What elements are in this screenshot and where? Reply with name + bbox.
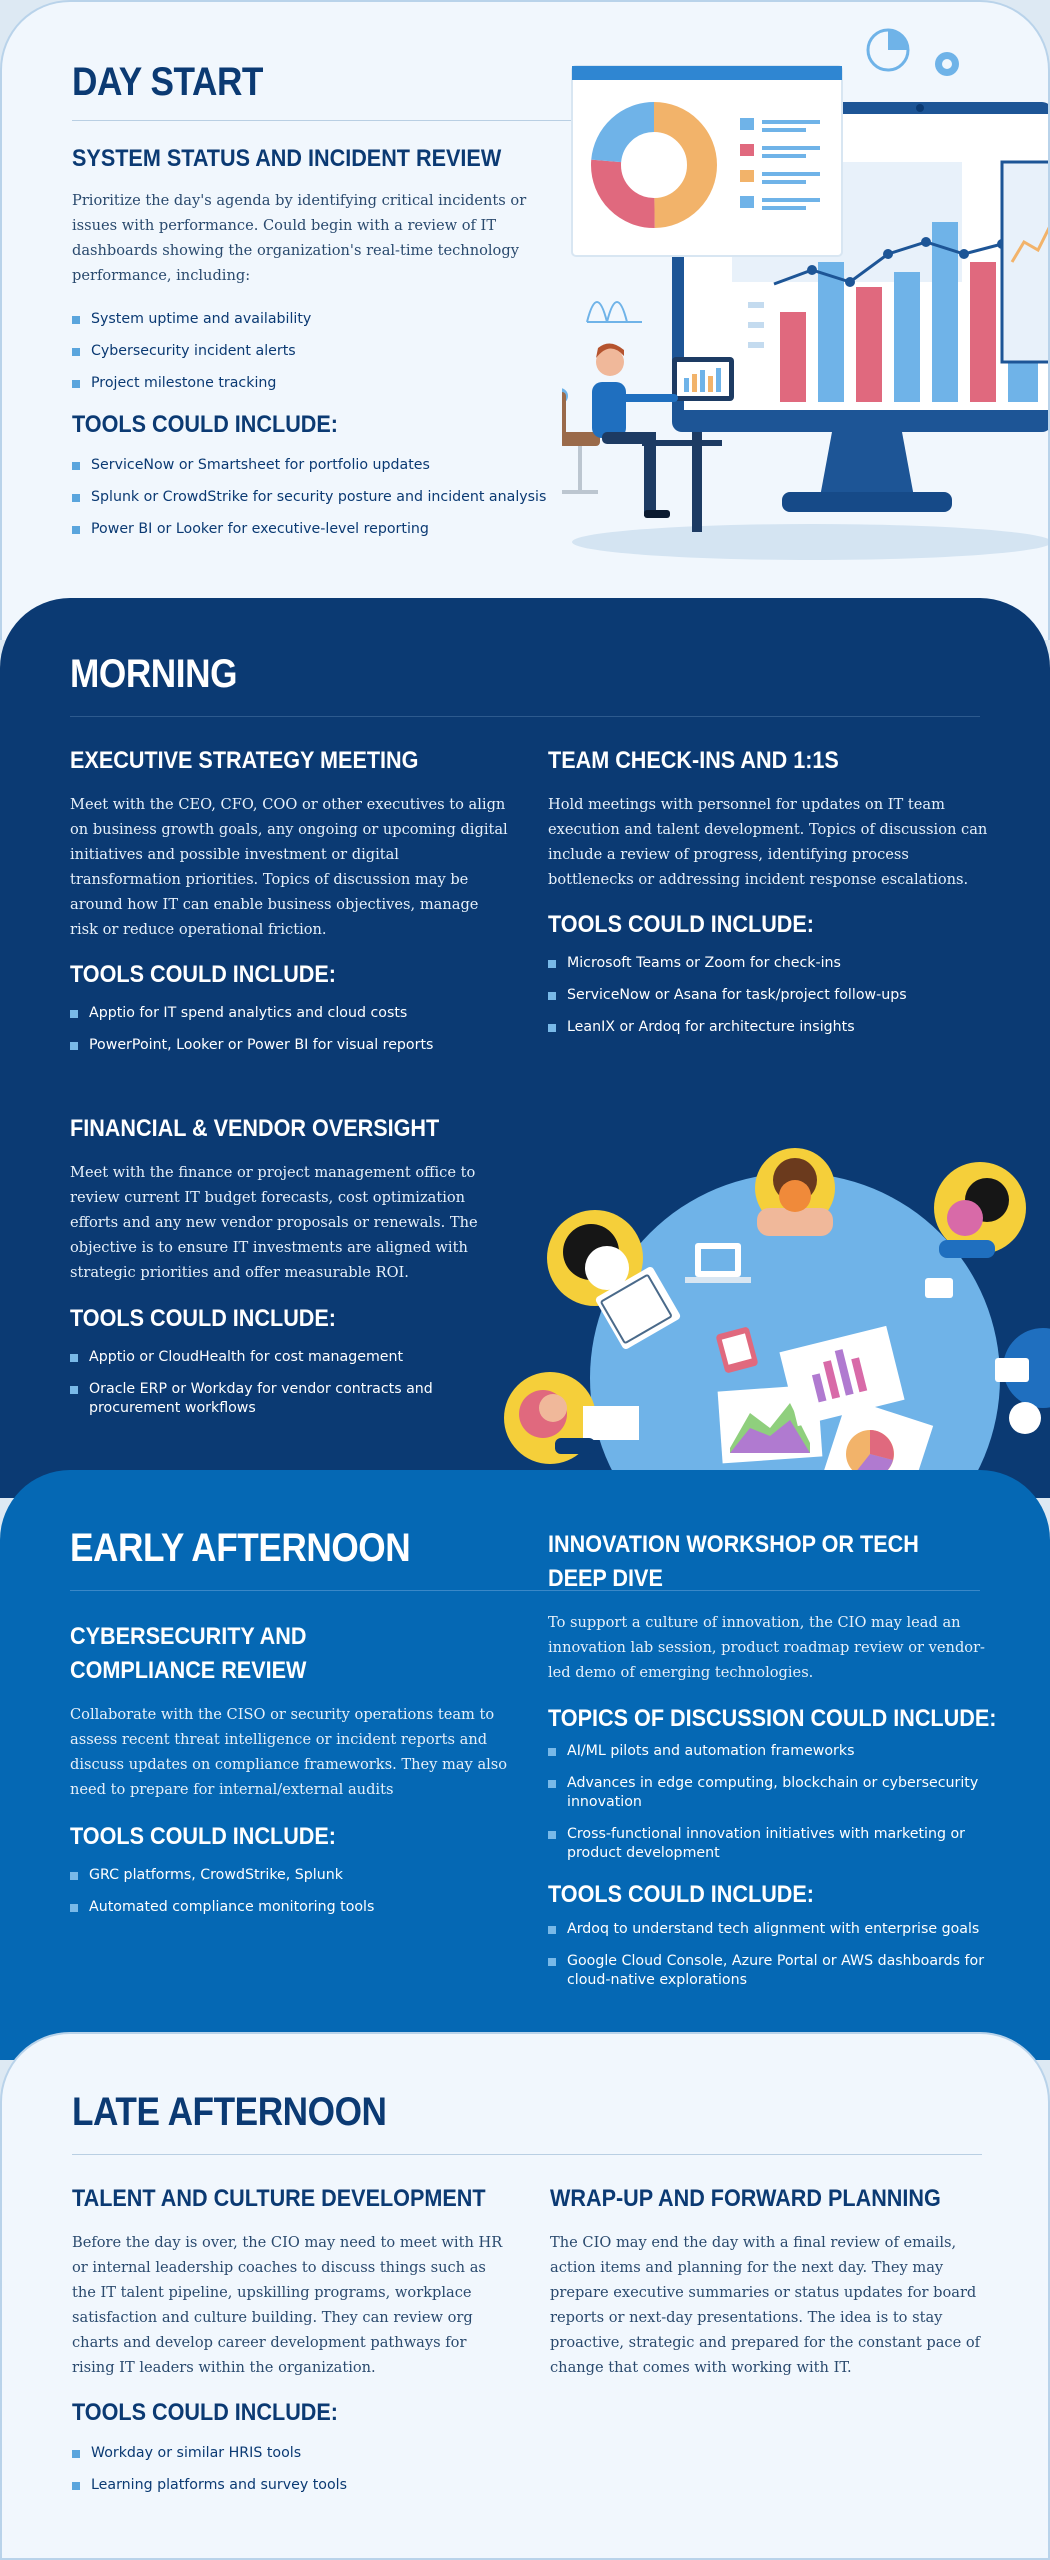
list-item: Workday or similar HRIS tools xyxy=(72,2444,512,2463)
early-afternoon-title: EARLY AFTERNOON xyxy=(70,1526,411,1570)
person-bottom-left xyxy=(504,1372,639,1464)
day-start-section: DAY START SYSTEM STATUS AND INCIDENT REV… xyxy=(0,0,1050,640)
cyber-tools-heading: TOOLS COULD INCLUDE: xyxy=(70,1823,336,1850)
list-item: Microsoft Teams or Zoom for check-ins xyxy=(548,954,988,973)
list-item: Learning platforms and survey tools xyxy=(72,2476,512,2495)
list-item: Splunk or CrowdStrike for security postu… xyxy=(72,488,572,507)
dashboard-illustration xyxy=(562,28,1048,560)
person-bottom-right xyxy=(995,1328,1050,1434)
wrap-up-heading: WRAP-UP AND FORWARD PLANNING xyxy=(550,2185,941,2212)
innovation-heading: INNOVATION WORKSHOP OR TECH DEEP DIVE xyxy=(548,1528,919,1596)
person-top xyxy=(755,1148,835,1236)
list-item: Ardoq to understand tech alignment with … xyxy=(548,1920,988,1939)
person-right xyxy=(925,1162,1026,1298)
finance-tools-list: Apptio or CloudHealth for cost managemen… xyxy=(70,1348,450,1431)
innovation-tools-list: Ardoq to understand tech alignment with … xyxy=(548,1920,988,2003)
list-item: Project milestone tracking xyxy=(72,374,552,393)
list-item: AI/ML pilots and automation frameworks xyxy=(548,1742,988,1761)
day-start-tools-heading: TOOLS COULD INCLUDE: xyxy=(72,411,338,438)
list-item: Advances in edge computing, blockchain o… xyxy=(548,1774,988,1812)
late-afternoon-rule xyxy=(72,2154,982,2155)
list-item: Oracle ERP or Workday for vendor contrac… xyxy=(70,1380,450,1418)
person-left xyxy=(547,1210,681,1350)
talent-culture-paragraph: Before the day is over, the CIO may need… xyxy=(72,2234,503,2376)
list-item: System uptime and availability xyxy=(72,310,552,329)
morning-title: MORNING xyxy=(70,652,238,696)
system-status-list: System uptime and availability Cybersecu… xyxy=(72,310,552,406)
innovation-paragraph: To support a culture of innovation, the … xyxy=(548,1614,985,1681)
exec-tools-list: Apptio for IT spend analytics and cloud … xyxy=(70,1004,530,1068)
innovation-heading-line1: INNOVATION WORKSHOP OR TECH xyxy=(548,1531,919,1558)
list-item: ServiceNow or Smartsheet for portfolio u… xyxy=(72,456,572,475)
executive-strategy-heading: EXECUTIVE STRATEGY MEETING xyxy=(70,747,419,774)
system-status-paragraph: Prioritize the day's agenda by identifyi… xyxy=(72,192,527,284)
list-item: Power BI or Looker for executive-level r… xyxy=(72,520,572,539)
list-item: Cross-functional innovation initiatives … xyxy=(548,1825,988,1863)
list-item: Apptio or CloudHealth for cost managemen… xyxy=(70,1348,450,1367)
list-item: Cybersecurity incident alerts xyxy=(72,342,552,361)
financial-vendor-heading: FINANCIAL & VENDOR OVERSIGHT xyxy=(70,1115,440,1142)
innovation-tools-heading: TOOLS COULD INCLUDE: xyxy=(548,1881,814,1908)
early-afternoon-rule xyxy=(70,1590,980,1591)
list-item: ServiceNow or Asana for task/project fol… xyxy=(548,986,988,1005)
morning-section: MORNING EXECUTIVE STRATEGY MEETING Meet … xyxy=(0,598,1050,1498)
innovation-topics-list: AI/ML pilots and automation frameworks A… xyxy=(548,1742,988,1876)
talent-culture-heading: TALENT AND CULTURE DEVELOPMENT xyxy=(72,2185,486,2212)
list-item: Automated compliance monitoring tools xyxy=(70,1898,510,1917)
list-item: LeanIX or Ardoq for architecture insight… xyxy=(548,1018,988,1037)
day-start-tools-list: ServiceNow or Smartsheet for portfolio u… xyxy=(72,456,572,552)
financial-vendor-paragraph: Meet with the finance or project managem… xyxy=(70,1164,478,1281)
team-checkins-paragraph: Hold meetings with personnel for updates… xyxy=(548,796,988,888)
early-afternoon-section: EARLY AFTERNOON CYBERSECURITY AND COMPLI… xyxy=(0,1470,1050,2060)
cybersecurity-paragraph: Collaborate with the CISO or security op… xyxy=(70,1706,508,1798)
innovation-heading-line2: DEEP DIVE xyxy=(548,1565,663,1592)
list-item: Apptio for IT spend analytics and cloud … xyxy=(70,1004,530,1023)
cybersecurity-heading-line2: COMPLIANCE REVIEW xyxy=(70,1657,307,1684)
meeting-table-illustration xyxy=(504,1148,1050,1498)
cyber-tools-list: GRC platforms, CrowdStrike, Splunk Autom… xyxy=(70,1866,510,1930)
exec-tools-heading: TOOLS COULD INCLUDE: xyxy=(70,961,336,988)
cybersecurity-heading: CYBERSECURITY AND COMPLIANCE REVIEW xyxy=(70,1620,306,1688)
morning-rule xyxy=(70,716,980,717)
system-status-heading: SYSTEM STATUS AND INCIDENT REVIEW xyxy=(72,145,502,172)
wrap-up-paragraph: The CIO may end the day with a final rev… xyxy=(550,2234,981,2376)
team-checkins-heading: TEAM CHECK-INS AND 1:1S xyxy=(548,747,839,774)
day-start-title: DAY START xyxy=(72,60,263,104)
talent-tools-list: Workday or similar HRIS tools Learning p… xyxy=(72,2444,512,2508)
list-item: GRC platforms, CrowdStrike, Splunk xyxy=(70,1866,510,1885)
day-start-rule xyxy=(72,120,572,121)
talent-tools-heading: TOOLS COULD INCLUDE: xyxy=(72,2399,338,2426)
executive-strategy-paragraph: Meet with the CEO, CFO, COO or other exe… xyxy=(70,796,508,938)
list-item: Google Cloud Console, Azure Portal or AW… xyxy=(548,1952,988,1990)
team-tools-heading: TOOLS COULD INCLUDE: xyxy=(548,911,814,938)
cybersecurity-heading-line1: CYBERSECURITY AND xyxy=(70,1623,307,1650)
innovation-topics-heading: TOPICS OF DISCUSSION COULD INCLUDE: xyxy=(548,1705,997,1732)
list-item: PowerPoint, Looker or Power BI for visua… xyxy=(70,1036,530,1055)
team-tools-list: Microsoft Teams or Zoom for check-ins Se… xyxy=(548,954,988,1050)
late-afternoon-title: LATE AFTERNOON xyxy=(72,2090,387,2134)
late-afternoon-section: LATE AFTERNOON TALENT AND CULTURE DEVELO… xyxy=(0,2032,1050,2560)
finance-tools-heading: TOOLS COULD INCLUDE: xyxy=(70,1305,336,1332)
